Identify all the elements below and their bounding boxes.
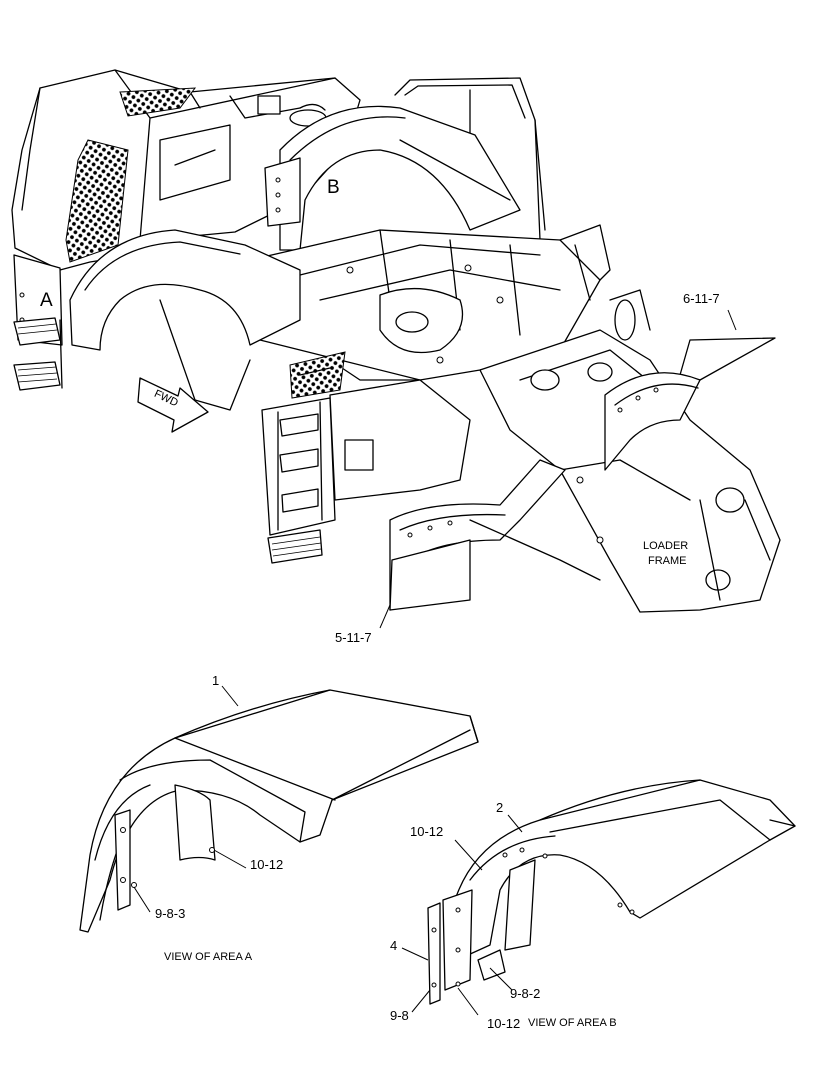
leader-part-1 (221, 685, 239, 707)
leader-washer-b2 (411, 989, 431, 1013)
view-a-title: VIEW OF AREA A (164, 951, 253, 963)
bracket-part-4 (427, 889, 506, 1005)
fwd-arrow: FWD (137, 377, 209, 433)
callout-washer-a: 9-8-3 (155, 906, 185, 921)
view-b-title: VIEW OF AREA B (528, 1017, 617, 1029)
leader-6-11-7 (727, 309, 737, 331)
callout-bolt-b-bottom: 10-12 (487, 1016, 520, 1031)
area-b-marker: B (327, 177, 340, 198)
callout-part-1: 1 (212, 673, 219, 688)
main-frame (249, 224, 611, 381)
callout-part-2: 2 (496, 800, 503, 815)
left-steps (13, 317, 63, 391)
left-front-fender (389, 459, 601, 611)
engine-hood (11, 69, 361, 271)
leader-washer-a (133, 886, 151, 913)
callout-6-11-7: 6-11-7 (683, 291, 720, 306)
callout-bolt-b-top: 10-12 (410, 824, 443, 839)
leader-part-2 (507, 814, 523, 833)
callout-washer-b2: 9-8 (390, 1008, 409, 1023)
center-ladder (261, 351, 471, 564)
area-a-marker: A (40, 290, 53, 311)
leader-bolt-b-top (454, 839, 483, 871)
callout-bolt-a: 10-12 (250, 857, 283, 872)
loader-frame (479, 289, 781, 613)
machine-assembly: FWD A B (11, 69, 781, 613)
loader-frame-label-1: LOADER (643, 540, 688, 552)
fender-part-1 (79, 689, 479, 933)
leader-bolt-a (213, 849, 247, 869)
view-area-b: 2 10-12 4 9-8-2 9-8 10-12 VIEW OF AREA B (390, 779, 796, 1031)
loader-frame-label-2: FRAME (648, 555, 687, 567)
leader-5-11-7 (379, 604, 391, 629)
fender-part-2 (454, 779, 796, 956)
view-area-a: 1 10-12 9-8-3 VIEW OF AREA A (79, 673, 479, 963)
callout-washer-b: 9-8-2 (510, 986, 540, 1001)
leader-part-4 (401, 947, 429, 961)
leader-washer-b (489, 967, 513, 991)
right-rear-fender (264, 105, 521, 251)
callout-5-11-7: 5-11-7 (335, 630, 372, 645)
right-front-fender (604, 337, 776, 471)
leader-bolt-b-bottom (457, 987, 479, 1016)
callout-part-4: 4 (390, 938, 397, 953)
